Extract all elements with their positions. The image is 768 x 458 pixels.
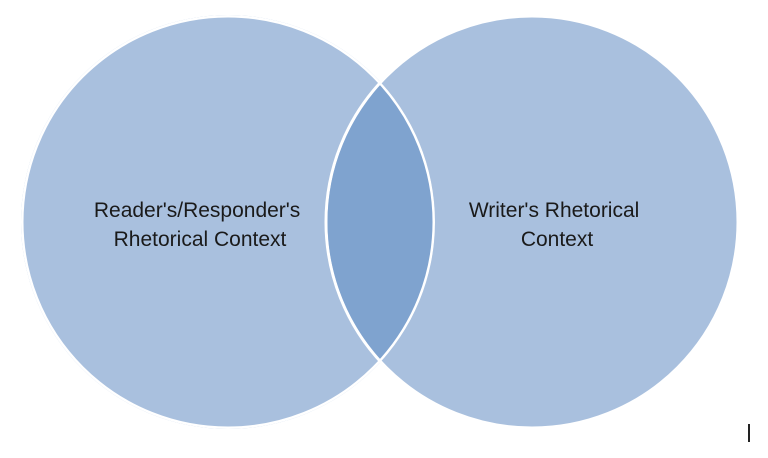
right-circle — [324, 14, 740, 430]
right-circle-label: Writer's Rhetorical Context — [469, 199, 645, 251]
left-circle-outline — [21, 15, 435, 429]
left-label-line-2: Rhetorical Context — [114, 228, 287, 251]
right-label-line-2: Context — [521, 228, 594, 251]
left-circle — [21, 15, 435, 429]
left-label-line-1: Reader's/Responder's — [94, 199, 300, 222]
right-label-line-1: Writer's Rhetorical — [469, 199, 640, 222]
left-circle-label: Reader's/Responder's Rhetorical Context — [94, 199, 306, 251]
text-cursor — [748, 424, 750, 442]
